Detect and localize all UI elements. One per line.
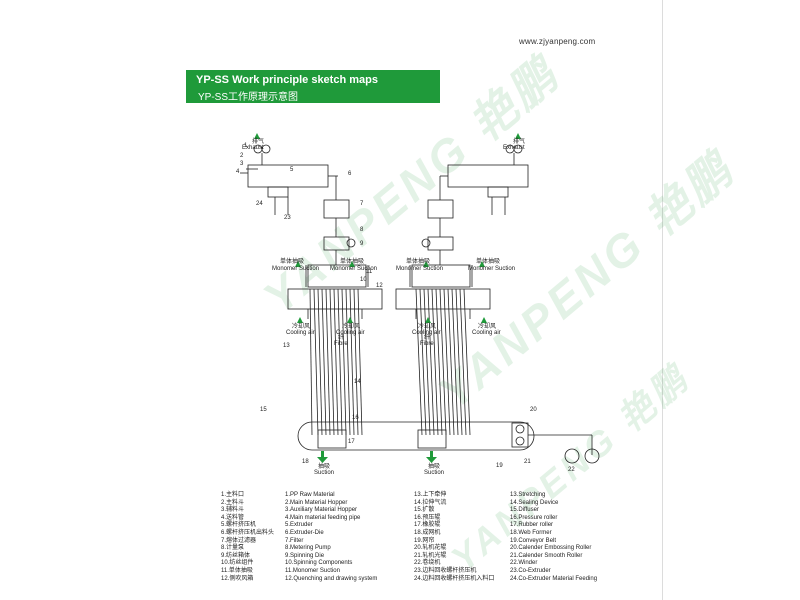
svg-text:单体抽吸: 单体抽吸 xyxy=(406,257,430,265)
svg-text:抽吸: 抽吸 xyxy=(428,462,440,470)
extruder-base-right xyxy=(487,186,509,198)
svg-text:17: 17 xyxy=(348,439,355,445)
svg-text:冷却风: 冷却风 xyxy=(342,322,360,330)
extruder-left xyxy=(247,164,329,188)
extruder-base-left xyxy=(267,186,289,198)
svg-text:5: 5 xyxy=(290,167,294,173)
svg-text:Fibre: Fibre xyxy=(420,341,434,347)
svg-text:15: 15 xyxy=(260,407,267,413)
svg-text:Monomer Suction: Monomer Suction xyxy=(330,266,377,272)
svg-text:8: 8 xyxy=(360,227,364,233)
svg-text:20: 20 xyxy=(530,407,537,413)
svg-text:23: 23 xyxy=(284,215,291,221)
svg-text:Exhaust: Exhaust xyxy=(503,145,525,151)
pump-motor-left xyxy=(346,238,356,248)
svg-text:6: 6 xyxy=(348,171,352,177)
svg-text:2: 2 xyxy=(240,153,244,159)
svg-text:Cooling air: Cooling air xyxy=(412,330,441,336)
svg-text:10: 10 xyxy=(360,277,367,283)
web-former-right xyxy=(417,429,447,449)
hopper-aux-right xyxy=(513,144,523,154)
svg-text:4: 4 xyxy=(236,169,240,175)
svg-text:Fibre: Fibre xyxy=(334,341,348,347)
filter-right xyxy=(427,199,454,219)
svg-text:1: 1 xyxy=(244,143,248,149)
hopper-aux-left xyxy=(261,144,271,154)
svg-text:Cooling air: Cooling air xyxy=(472,330,501,336)
green-arrows xyxy=(254,133,521,463)
svg-text:Suction: Suction xyxy=(314,470,334,476)
embossing-roller xyxy=(515,424,525,434)
svg-text:Cooling air: Cooling air xyxy=(286,330,315,336)
svg-text:冷却风: 冷却风 xyxy=(418,322,436,330)
svg-text:冷却风: 冷却风 xyxy=(292,322,310,330)
svg-text:排气: 排气 xyxy=(513,137,525,145)
svg-text:21: 21 xyxy=(524,459,531,465)
svg-text:24: 24 xyxy=(256,201,263,207)
winder-right-roll xyxy=(584,448,600,464)
svg-text:Monomer Suction: Monomer Suction xyxy=(396,266,443,272)
svg-text:16: 16 xyxy=(352,415,359,421)
web-former-left xyxy=(317,429,347,449)
svg-text:单体抽吸: 单体抽吸 xyxy=(476,257,500,265)
spinning-die-left xyxy=(307,264,367,288)
svg-text:Suction: Suction xyxy=(424,470,444,476)
svg-text:单体抽吸: 单体抽吸 xyxy=(280,257,304,265)
website-url: www.zjyanpeng.com xyxy=(519,37,596,46)
page-divider xyxy=(662,0,663,600)
svg-text:7: 7 xyxy=(360,201,364,207)
svg-text:18: 18 xyxy=(302,459,309,465)
metering-pump-right xyxy=(427,236,454,251)
quench-box-right xyxy=(395,288,491,310)
svg-text:19: 19 xyxy=(496,463,503,469)
svg-text:22: 22 xyxy=(568,467,575,473)
title-banner: YP-SS Work principle sketch maps YP-SS工作… xyxy=(186,70,440,103)
svg-text:Monomer Suction: Monomer Suction xyxy=(272,266,319,272)
svg-text:单体抽吸: 单体抽吸 xyxy=(340,257,364,265)
svg-text:Exhaust: Exhaust xyxy=(242,145,264,151)
svg-text:抽吸: 抽吸 xyxy=(318,462,330,470)
svg-text:3: 3 xyxy=(240,161,244,167)
quench-box-left xyxy=(287,288,383,310)
spinning-die-right xyxy=(411,264,471,288)
svg-text:纤: 纤 xyxy=(424,333,430,341)
conveyor-belt xyxy=(297,421,535,451)
svg-text:9: 9 xyxy=(360,241,364,247)
filter-left xyxy=(323,199,350,219)
calender-roller xyxy=(511,422,529,448)
svg-text:13: 13 xyxy=(283,343,290,349)
work-principle-diagram: 排气 Exhaust 排气 Exhaust 单体抽吸 Monomer Sucti… xyxy=(236,133,600,476)
svg-text:纤: 纤 xyxy=(338,333,344,341)
metering-pump-left xyxy=(323,236,350,251)
smooth-roller xyxy=(515,436,525,446)
svg-text:11: 11 xyxy=(366,269,373,275)
title-chinese: YP-SS工作原理示意图 xyxy=(198,92,299,103)
svg-text:Cooling air: Cooling air xyxy=(336,330,365,336)
callout-numbers: 1 2 3 4 5 6 7 8 9 10 11 12 13 14 15 16 1… xyxy=(236,143,575,473)
svg-text:冷却风: 冷却风 xyxy=(478,322,496,330)
title-english: YP-SS Work principle sketch maps xyxy=(196,74,378,86)
svg-text:Monomer Suction: Monomer Suction xyxy=(468,266,515,272)
winder-left-roll xyxy=(564,448,580,464)
pump-motor-right xyxy=(421,238,431,248)
extruder-right xyxy=(447,164,529,188)
svg-text:排气: 排气 xyxy=(252,137,264,145)
svg-text:12: 12 xyxy=(376,283,383,289)
svg-text:14: 14 xyxy=(354,379,361,385)
